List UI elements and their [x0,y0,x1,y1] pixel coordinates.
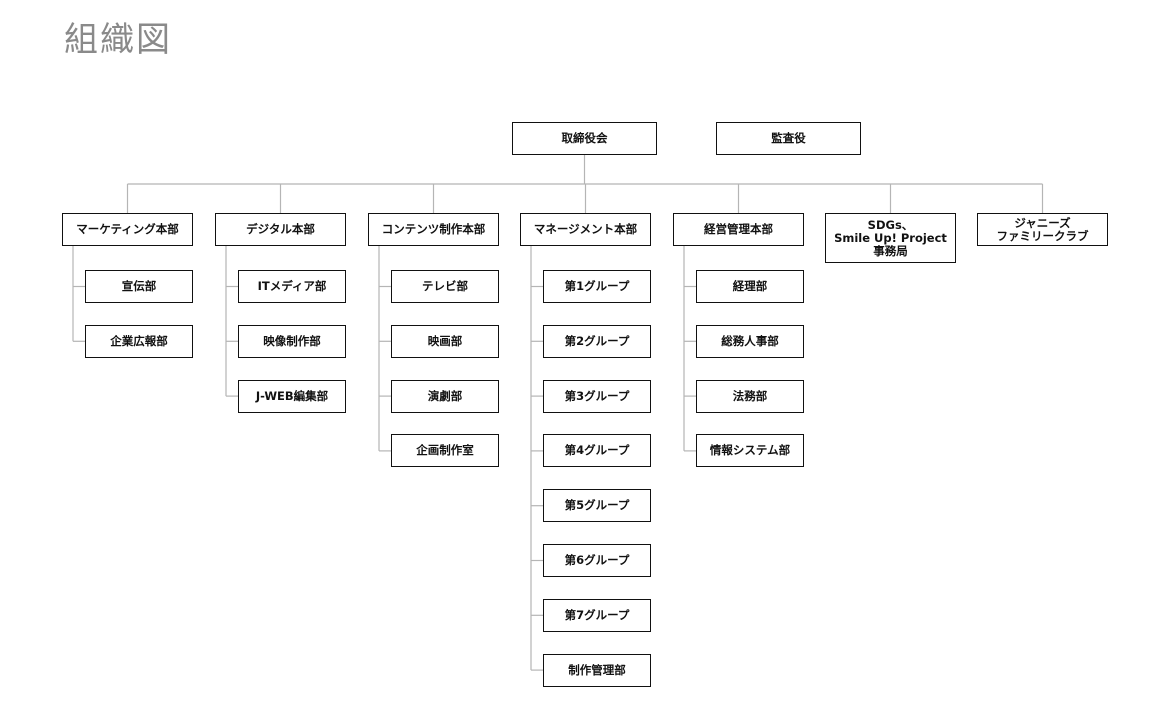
node-department[interactable]: 第4グループ [543,434,651,468]
node-division[interactable]: コンテンツ制作本部 [368,213,499,246]
node-division[interactable]: デジタル本部 [215,213,346,246]
node-division[interactable]: マネージメント本部 [520,213,651,246]
node-department[interactable]: 情報システム部 [696,434,804,468]
node-board-of-directors[interactable]: 取締役会 [512,122,657,155]
node-department[interactable]: 制作管理部 [543,653,651,687]
node-department[interactable]: 映像制作部 [238,324,346,358]
node-department[interactable]: 宣伝部 [85,270,193,303]
node-department[interactable]: J-WEB編集部 [238,379,346,413]
node-department[interactable]: 法務部 [696,379,804,413]
node-department[interactable]: 経理部 [696,270,804,303]
node-division[interactable]: マーケティング本部 [62,213,193,246]
node-department[interactable]: ITメディア部 [238,270,346,303]
node-department[interactable]: 第6グループ [543,544,651,577]
node-department[interactable]: 第7グループ [543,598,651,632]
node-auditor[interactable]: 監査役 [716,122,861,155]
node-division[interactable]: 経営管理本部 [673,213,804,246]
node-department[interactable]: 第3グループ [543,379,651,413]
node-division[interactable]: ジャニーズ ファミリークラブ [977,213,1108,246]
node-department[interactable]: テレビ部 [391,270,499,303]
node-department[interactable]: 企画制作室 [391,434,499,468]
node-department[interactable]: 第1グループ [543,270,651,303]
node-department[interactable]: 第5グループ [543,489,651,523]
node-department[interactable]: 総務人事部 [696,324,804,358]
node-department[interactable]: 演劇部 [391,379,499,413]
page-title: 組織図 [64,20,172,60]
node-department[interactable]: 映画部 [391,324,499,358]
node-department[interactable]: 企業広報部 [85,324,193,358]
node-division[interactable]: SDGs、 Smile Up! Project 事務局 [825,213,956,263]
node-department[interactable]: 第2グループ [543,324,651,358]
